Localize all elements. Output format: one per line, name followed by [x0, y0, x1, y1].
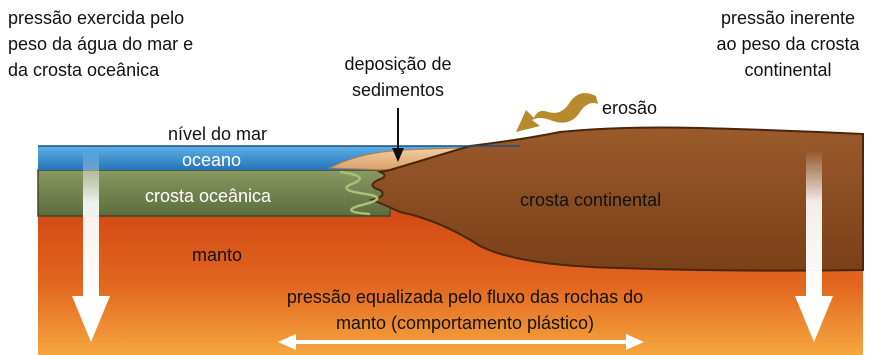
sediment-label-line1: deposição de: [344, 54, 451, 74]
right-pressure-arrow-head: [795, 296, 833, 342]
equalized-pressure-label-line2: manto (comportamento plástico): [336, 313, 594, 333]
oceanic-crust-label: crosta oceânica: [145, 186, 272, 206]
sea-pressure-label-line2: peso da água do mar e: [8, 34, 193, 54]
right-pressure-arrow-shaft: [806, 150, 822, 300]
ocean-label: oceano: [182, 150, 241, 170]
crust-boundary-folds: [339, 170, 379, 216]
continental-crust-label: crosta continental: [520, 190, 661, 210]
continental-pressure-label-line2: ao peso da crosta: [716, 34, 860, 54]
equalized-pressure-label-line1: pressão equalizada pelo fluxo das rochas…: [287, 287, 643, 307]
sea-level-label: nível do mar: [168, 124, 267, 144]
erosion-label: erosão: [602, 98, 657, 118]
erosion-arrow-icon: [516, 93, 598, 132]
continental-crust-layer: [368, 126, 864, 272]
sediment-arrow-head: [392, 148, 404, 162]
horizontal-flow-arrow-left-head: [278, 334, 296, 350]
sea-pressure-label-line1: pressão exercida pelo: [8, 8, 184, 28]
left-pressure-arrow-head: [72, 296, 110, 342]
sea-pressure-label-line3: da crosta oceânica: [8, 60, 160, 80]
continental-pressure-label-line1: pressão inerente: [721, 8, 855, 28]
sediment-label-line2: sedimentos: [352, 80, 444, 100]
continental-pressure-label-line3: continental: [744, 60, 831, 80]
mantle-label: manto: [192, 245, 242, 265]
horizontal-flow-arrow-right-head: [626, 334, 644, 350]
left-pressure-arrow-shaft: [83, 150, 99, 300]
